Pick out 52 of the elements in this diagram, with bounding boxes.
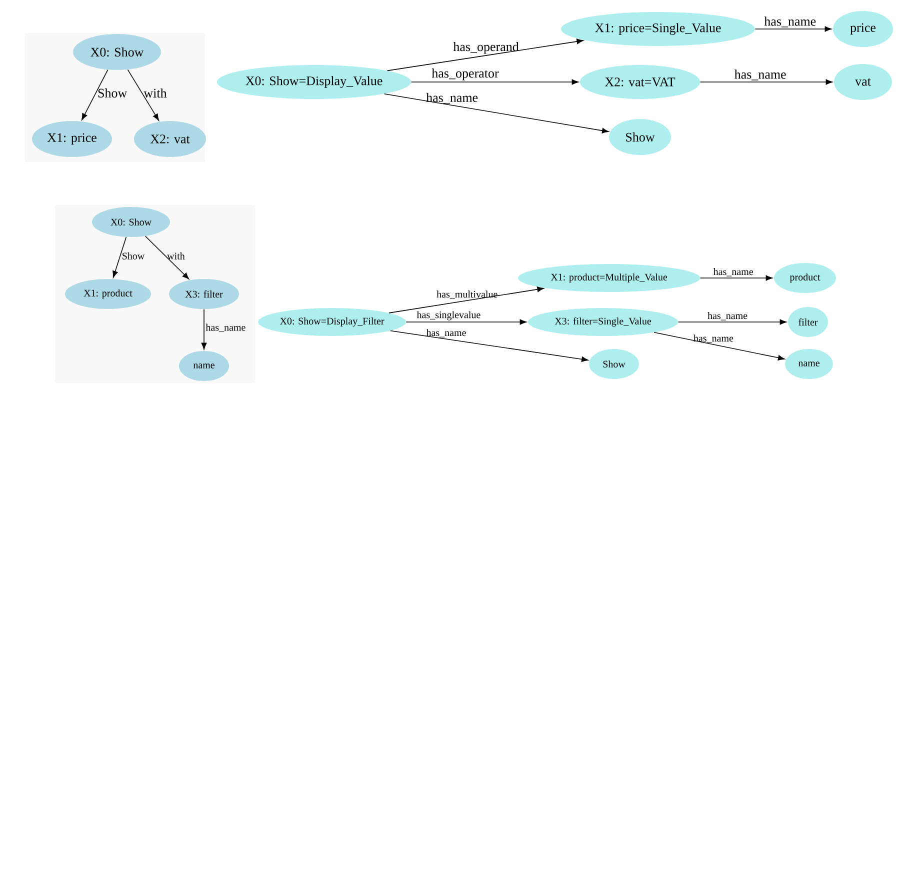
ellipse-node: X1: product	[65, 279, 151, 309]
ellipse-node: X0: Show=Display_Filter	[258, 308, 406, 336]
edge-label: has_name	[426, 92, 478, 104]
edge-label: with	[144, 88, 167, 98]
arrow	[410, 79, 579, 85]
ellipse-node: vat	[834, 64, 892, 100]
ellipse-node: X0: Show=Display_Value	[216, 65, 412, 99]
edge-label: has_name	[426, 329, 466, 338]
ellipse-node: Show	[589, 349, 639, 379]
edge-label: has_name	[694, 334, 734, 343]
arrow	[654, 332, 785, 360]
arrow	[700, 79, 833, 85]
arrow	[82, 69, 108, 120]
ellipse-node: filter	[788, 307, 828, 337]
ellipse-node: X2: vat=VAT	[580, 65, 700, 99]
edge-label: has_singlevalue	[416, 311, 480, 320]
ellipse-node: X1: price=Single_Value	[561, 12, 755, 46]
edge-label: has_name	[206, 324, 246, 332]
ellipse-node: name	[785, 349, 833, 379]
arrow	[388, 286, 544, 314]
arrow	[386, 38, 584, 72]
ellipse-node: X2: vat	[134, 121, 206, 157]
arrow	[384, 93, 609, 134]
edge-label: has_name	[713, 268, 753, 276]
edge-label: with	[167, 252, 185, 260]
edge-label: has_operator	[432, 68, 499, 80]
ellipse-node: X1: price	[32, 121, 112, 157]
ellipse-node: X3: filter	[169, 279, 239, 309]
edge-label: has_name	[734, 70, 786, 80]
ellipse-node: product	[774, 263, 836, 293]
arrow	[201, 308, 207, 350]
arrow	[700, 275, 773, 281]
edge-label: has_name	[764, 16, 816, 28]
ellipse-node: X1: product=Multiple_Value	[518, 264, 700, 292]
ellipse-node: X0: Show	[73, 34, 161, 70]
ellipse-node: Show	[609, 119, 671, 155]
edge-label: has_name	[708, 312, 748, 320]
arrow	[678, 319, 787, 325]
ellipse-node: X0: Show	[92, 207, 170, 237]
arrow	[406, 319, 527, 325]
arrow	[112, 236, 127, 278]
arrow	[390, 330, 588, 362]
edge-label: has_multivalue	[436, 290, 498, 299]
arrow	[127, 69, 159, 121]
ellipse-node: price	[833, 11, 894, 47]
arrow	[144, 236, 190, 280]
arrow	[754, 26, 832, 32]
edge-label: Show	[122, 252, 145, 260]
ellipse-node: X3: filter=Single_Value	[528, 308, 678, 336]
edge-label: has_operand	[453, 42, 519, 54]
ellipse-node: name	[179, 351, 229, 381]
edge-label: Show	[98, 88, 128, 98]
